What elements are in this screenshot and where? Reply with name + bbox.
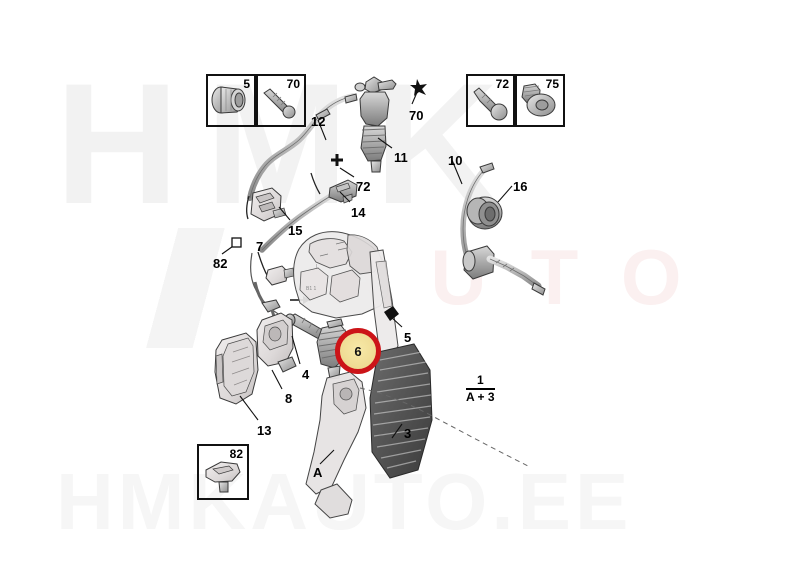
inset-box-75-number: 75 (545, 77, 559, 91)
callout-label-70: 70 (409, 108, 424, 123)
part-14-hose-bracket (259, 179, 358, 253)
callout-label-72: 72 (356, 179, 371, 194)
inset-box-5: 5 (206, 74, 256, 127)
callout-label-5: 5 (404, 330, 412, 345)
fraction-denominator: A + 3 (466, 387, 495, 404)
callout-label-11: 11 (394, 150, 408, 165)
fraction-note: 1 A + 3 (466, 373, 495, 405)
marker-star-70 (410, 79, 427, 96)
inset-box-70-number: 70 (286, 77, 300, 91)
callout-label-8: 8 (285, 391, 293, 406)
callout-label-13: 13 (257, 423, 272, 438)
leader-arc-12 (310, 172, 321, 195)
linkage-guide (359, 387, 529, 467)
svg-text:B1 1: B1 1 (306, 286, 317, 292)
inset-box-82: 82 (197, 444, 249, 500)
callout-label-A: A (313, 465, 323, 480)
callout-label-15: 15 (288, 223, 303, 238)
inset-box-82-number: 82 (229, 447, 243, 461)
marker-cross-72 (331, 154, 343, 166)
fraction-numerator: 1 (476, 373, 484, 387)
part-16-grommet (466, 196, 503, 230)
leader-arc-15 (245, 195, 250, 220)
part-3-pedal-pad (369, 343, 433, 479)
marker-diamond-5 (384, 306, 399, 321)
callout-label-4: 4 (302, 367, 310, 382)
highlight-number: 6 (354, 344, 362, 359)
part-A-clutch-pedal-arm (305, 371, 367, 519)
part-13-cover-shroud (214, 332, 259, 405)
highlight-ring-part-6[interactable]: 6 (335, 328, 381, 374)
inset-box-72: 72 (466, 74, 515, 127)
callout-label-82: 82 (213, 256, 228, 271)
callout-label-14: 14 (351, 205, 366, 220)
inset-box-75: 75 (515, 74, 565, 127)
part-5-hex-nut (211, 86, 246, 114)
inset-box-70: 70 (256, 74, 306, 127)
callout-label-12: 12 (311, 114, 326, 129)
callout-label-16: 16 (513, 179, 528, 194)
callout-label-7: 7 (256, 239, 264, 254)
part-11-slave-cylinder (354, 76, 397, 173)
part-pedal-bracket-assembly: B1 1 L (293, 231, 389, 319)
part-75-flanged-screw (521, 83, 556, 117)
inset-box-72-number: 72 (495, 77, 509, 91)
marker-square-82 (231, 237, 242, 248)
leader-lines (221, 89, 513, 465)
part-master-cylinder-rod (462, 245, 546, 296)
part-8-position-sensor (256, 312, 297, 373)
part-72-flanged-bolt (473, 87, 508, 121)
inset-box-5-number: 5 (243, 77, 250, 91)
part-12-hydraulic-hose (247, 93, 358, 201)
svg-text:L: L (316, 264, 319, 270)
callout-label-3: 3 (404, 426, 412, 441)
part-82-retaining-clip (205, 461, 241, 493)
part-15-connector-block (250, 187, 287, 222)
callout-label-10: 10 (448, 153, 463, 168)
part-70-bolt (263, 88, 296, 119)
